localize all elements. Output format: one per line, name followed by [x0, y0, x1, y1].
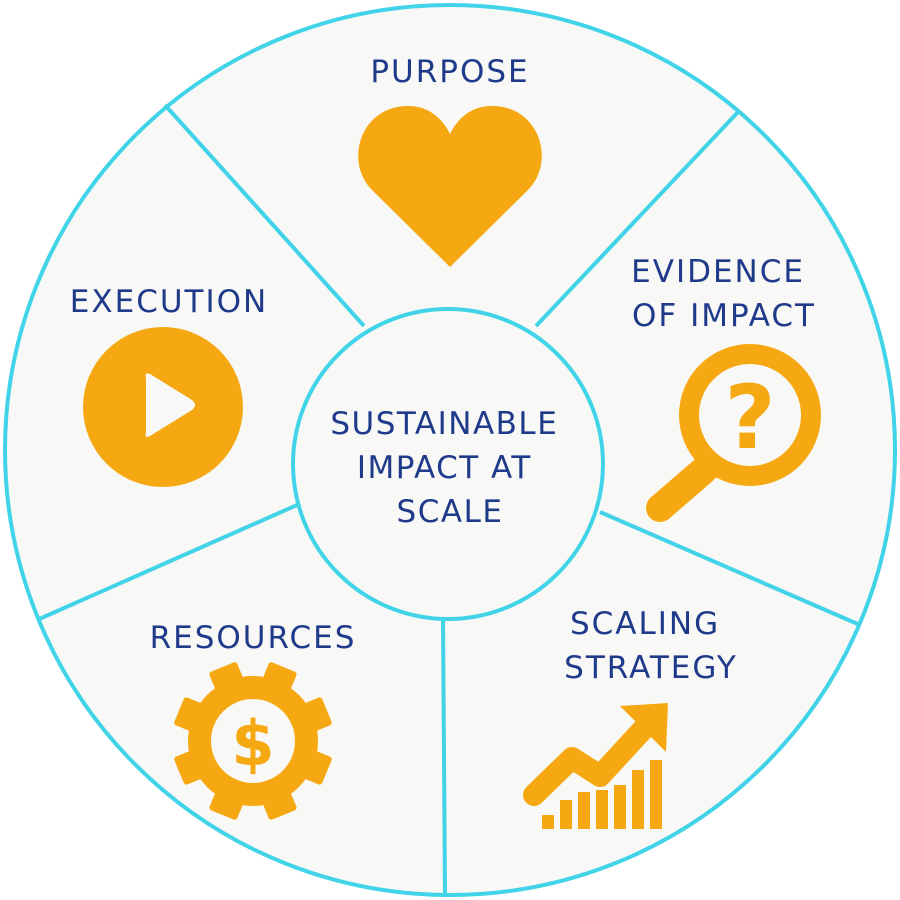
- segment-evidence: EVIDENCE OF IMPACT ?: [631, 254, 821, 522]
- segment-purpose-label: PURPOSE: [370, 54, 529, 90]
- center-label-line: IMPACT AT: [357, 450, 532, 486]
- magnifier-question-icon: ?: [646, 344, 821, 522]
- segment-scaling: SCALING STRATEGY: [523, 606, 738, 829]
- center-hub: [291, 307, 605, 621]
- divider-purpose-execution: [163, 103, 366, 328]
- divider-resources-execution: [36, 503, 298, 622]
- segment-scaling-label: SCALING STRATEGY: [564, 606, 738, 686]
- segment-execution: EXECUTION: [70, 284, 268, 487]
- segment-evidence-label: EVIDENCE OF IMPACT: [631, 254, 817, 334]
- segment-purpose: PURPOSE: [358, 54, 542, 267]
- divider-scaling-resources: [441, 617, 447, 896]
- question-mark-glyph: ?: [724, 366, 775, 469]
- growth-chart-icon: [523, 703, 668, 829]
- center-label-line: SCALE: [397, 494, 504, 530]
- heart-icon: [358, 106, 542, 267]
- play-icon: [83, 327, 243, 487]
- segment-resources-label: RESOURCES: [150, 620, 357, 656]
- center-label-line: SUSTAINABLE: [330, 406, 558, 442]
- divider-evidence-scaling: [599, 510, 861, 627]
- dollar-glyph: $: [231, 707, 274, 780]
- segment-execution-label: EXECUTION: [70, 284, 268, 320]
- money-gear-icon: $: [174, 662, 332, 820]
- divider-purpose-evidence: [534, 109, 741, 328]
- segment-resources: RESOURCES $: [150, 620, 357, 820]
- segment-dividers: [36, 103, 861, 896]
- center-label: SUSTAINABLE IMPACT AT SCALE: [330, 406, 569, 530]
